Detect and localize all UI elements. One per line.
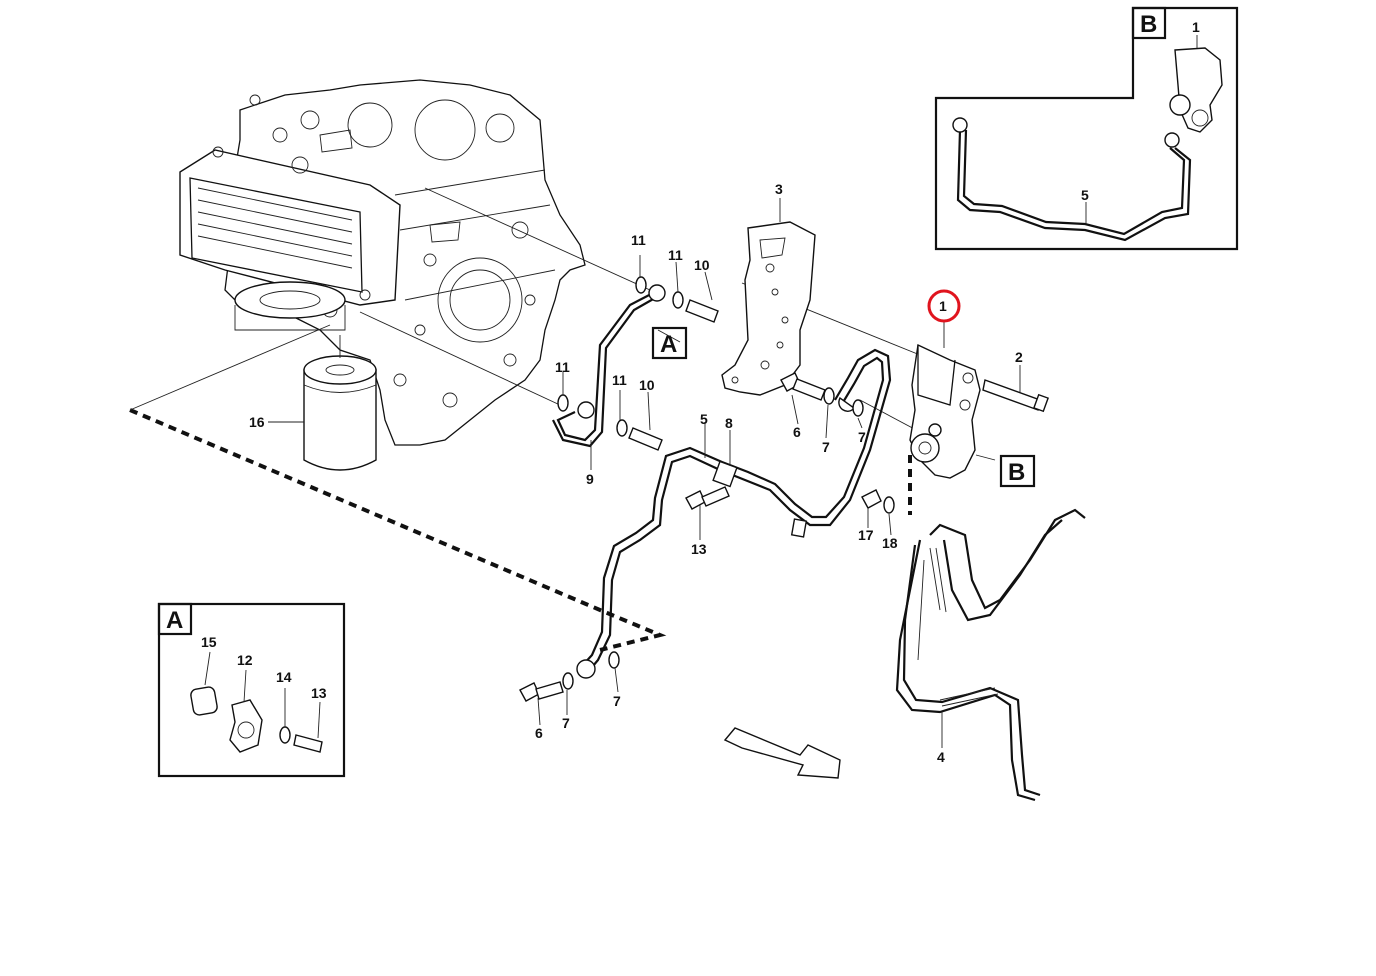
detail-b-view bbox=[934, 6, 1239, 251]
callout-16: 16 bbox=[249, 414, 265, 430]
callout-7-b: 7 bbox=[858, 429, 866, 445]
callout-6-lower: 6 bbox=[535, 725, 543, 741]
highlight-ring bbox=[927, 289, 961, 323]
callout-numbers: 1 5 1 2 3 4 5 6 6 7 7 7 7 8 9 10 10 11 1… bbox=[201, 19, 1200, 765]
callout-13: 13 bbox=[691, 541, 707, 557]
fasteners-lower bbox=[519, 372, 895, 702]
bracket-3 bbox=[721, 221, 816, 396]
callout-11-c: 11 bbox=[555, 359, 570, 375]
callout-9: 9 bbox=[586, 471, 594, 487]
callout-5-detail-b: 5 bbox=[1081, 187, 1089, 203]
detail-a-label: A bbox=[166, 607, 183, 634]
drive-belt bbox=[895, 508, 1086, 802]
callout-10-upper: 10 bbox=[694, 257, 710, 273]
view-b-reference-label: B bbox=[1008, 459, 1025, 486]
callout-5: 5 bbox=[700, 411, 708, 427]
oil-cooler bbox=[179, 146, 401, 318]
filter-housing bbox=[234, 281, 346, 331]
callout-7-d: 7 bbox=[613, 693, 621, 709]
callout-13-detail-a: 13 bbox=[311, 685, 327, 701]
callout-11-b: 11 bbox=[668, 247, 683, 263]
callout-leaders bbox=[204, 35, 1198, 748]
callout-8: 8 bbox=[725, 415, 733, 431]
callout-14: 14 bbox=[276, 669, 292, 685]
engine-block bbox=[219, 79, 586, 446]
oil-filter bbox=[303, 335, 377, 471]
callout-11-d: 11 bbox=[612, 372, 627, 388]
callout-4: 4 bbox=[937, 749, 945, 765]
callout-1: 1 bbox=[939, 298, 947, 314]
pipe-9 bbox=[552, 284, 666, 448]
direction-arrow bbox=[723, 727, 841, 779]
detail-a-view bbox=[157, 602, 346, 778]
callout-12: 12 bbox=[237, 652, 253, 668]
dashed-reference-lines bbox=[129, 408, 912, 652]
belt-tensioner-assembly bbox=[909, 343, 1049, 479]
pipe-5 bbox=[576, 348, 892, 679]
callout-7-c: 7 bbox=[562, 715, 570, 731]
callout-1-detail-b: 1 bbox=[1192, 19, 1200, 35]
callout-6-upper: 6 bbox=[793, 424, 801, 440]
callout-17: 17 bbox=[858, 527, 874, 543]
callout-2: 2 bbox=[1015, 349, 1023, 365]
callout-10-lower: 10 bbox=[639, 377, 655, 393]
callout-3: 3 bbox=[775, 181, 783, 197]
view-labels: B A A B bbox=[166, 11, 1157, 634]
view-a-reference-label: A bbox=[660, 331, 677, 358]
callout-11-a: 11 bbox=[631, 232, 646, 248]
callout-15: 15 bbox=[201, 634, 217, 650]
fasteners-upper bbox=[557, 276, 719, 451]
callout-7-a: 7 bbox=[822, 439, 830, 455]
detail-b-label: B bbox=[1140, 11, 1157, 38]
callout-18: 18 bbox=[882, 535, 898, 551]
